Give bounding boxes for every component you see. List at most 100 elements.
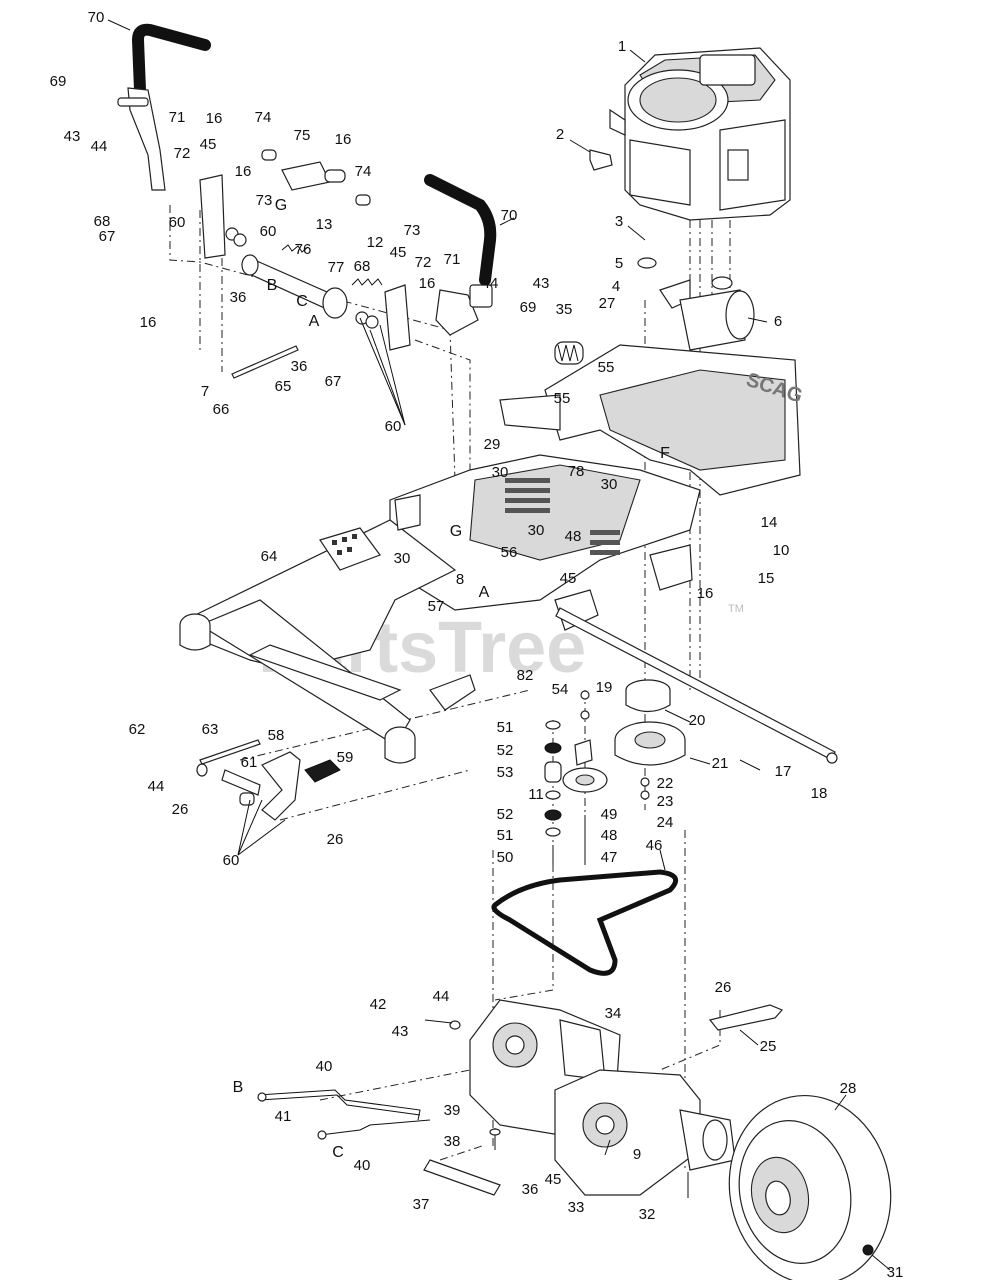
handle-mounts — [199, 149, 411, 351]
callout-70: 70 — [88, 9, 105, 26]
callout-57: 57 — [428, 598, 445, 615]
callout-36: 36 — [230, 289, 247, 306]
callout-62: 62 — [129, 721, 146, 738]
callout-15: 15 — [758, 570, 775, 587]
callout-69: 69 — [520, 299, 537, 316]
linkage-parts — [231, 341, 584, 379]
footrest-holes — [332, 534, 357, 555]
drive-belt — [491, 869, 679, 976]
callout-46: 46 — [646, 837, 663, 854]
callout-37: 37 — [413, 1196, 430, 1213]
callout-51: 51 — [497, 827, 514, 844]
callout-36: 36 — [522, 1181, 539, 1198]
callout-3: 3 — [615, 213, 623, 230]
callout-4: 4 — [612, 278, 620, 295]
callout-82: 82 — [517, 667, 534, 684]
callout-36: 36 — [291, 358, 308, 375]
callout-44: 44 — [433, 988, 450, 1005]
callout-43: 43 — [533, 275, 550, 292]
callout-63: 63 — [202, 721, 219, 738]
callout-73: 73 — [256, 192, 273, 209]
callout-48: 48 — [601, 827, 618, 844]
brake-bar — [423, 1159, 501, 1196]
callout-9: 9 — [633, 1146, 641, 1163]
connection-letter-A: A — [309, 313, 320, 330]
callout-10: 10 — [773, 542, 790, 559]
callout-48: 48 — [565, 528, 582, 545]
callout-45: 45 — [390, 244, 407, 261]
callout-45: 45 — [200, 136, 217, 153]
callout-65: 65 — [275, 378, 292, 395]
control-handle-left — [117, 23, 211, 191]
callout-49: 49 — [601, 806, 618, 823]
callout-labels: 1234567891011121314151616161616161718192… — [50, 9, 904, 1280]
callout-68: 68 — [354, 258, 371, 275]
callout-30: 30 — [492, 464, 509, 481]
callout-38: 38 — [444, 1133, 461, 1150]
callout-74: 74 — [355, 163, 372, 180]
callout-68: 68 — [94, 213, 111, 230]
callout-16: 16 — [419, 275, 436, 292]
callout-8: 8 — [456, 571, 464, 588]
callout-70: 70 — [501, 207, 518, 224]
callout-16: 16 — [140, 314, 157, 331]
connection-letter-G: G — [450, 523, 462, 540]
callout-71: 71 — [169, 109, 186, 126]
callout-55: 55 — [598, 359, 615, 376]
connection-letter-A: A — [479, 584, 490, 601]
callout-6: 6 — [774, 313, 782, 330]
callout-2: 2 — [556, 126, 564, 143]
callout-12: 12 — [367, 234, 384, 251]
callout-50: 50 — [497, 849, 514, 866]
callout-67: 67 — [99, 228, 116, 245]
callout-52: 52 — [497, 742, 514, 759]
hardware-bolts — [424, 1019, 689, 1198]
callout-55: 55 — [554, 390, 571, 407]
callout-74: 74 — [255, 109, 272, 126]
brake-bracket — [708, 1004, 784, 1031]
control-handle-right — [424, 174, 497, 336]
callout-53: 53 — [497, 764, 514, 781]
brake-pedal-assembly — [196, 739, 341, 821]
callout-20: 20 — [689, 712, 706, 729]
callout-40: 40 — [316, 1058, 333, 1075]
callout-75: 75 — [294, 127, 311, 144]
callout-60: 60 — [260, 223, 277, 240]
callout-30: 30 — [394, 550, 411, 567]
callout-66: 66 — [213, 401, 230, 418]
transmission-right — [554, 1069, 736, 1196]
rear-tire — [728, 1094, 892, 1280]
callout-35: 35 — [556, 301, 573, 318]
connection-letter-G: G — [275, 197, 287, 214]
callout-60: 60 — [169, 214, 186, 231]
callout-64: 64 — [261, 548, 278, 565]
watermark-trademark: TM — [728, 603, 744, 615]
callout-51: 51 — [497, 719, 514, 736]
callout-76: 76 — [295, 241, 312, 258]
callout-16: 16 — [235, 163, 252, 180]
callout-41: 41 — [275, 1108, 292, 1125]
callout-16: 16 — [335, 131, 352, 148]
fuel-fitting — [589, 149, 613, 171]
callout-45: 45 — [545, 1171, 562, 1188]
callout-61: 61 — [241, 754, 258, 771]
callout-34: 34 — [605, 1005, 622, 1022]
callout-29: 29 — [484, 436, 501, 453]
callout-42: 42 — [370, 996, 387, 1013]
axle-rod — [555, 607, 838, 764]
callout-28: 28 — [840, 1080, 857, 1097]
callout-26: 26 — [715, 979, 732, 996]
callout-5: 5 — [615, 255, 623, 272]
callout-60: 60 — [223, 852, 240, 869]
connection-letter-B: B — [233, 1079, 244, 1096]
callout-43: 43 — [392, 1023, 409, 1040]
callout-39: 39 — [444, 1102, 461, 1119]
callout-44: 44 — [91, 138, 108, 155]
callout-47: 47 — [601, 849, 618, 866]
callout-78: 78 — [568, 463, 585, 480]
callout-27: 27 — [599, 295, 616, 312]
callout-72: 72 — [415, 254, 432, 271]
leader-lines — [107, 19, 891, 1271]
idler-assembly — [544, 690, 608, 865]
